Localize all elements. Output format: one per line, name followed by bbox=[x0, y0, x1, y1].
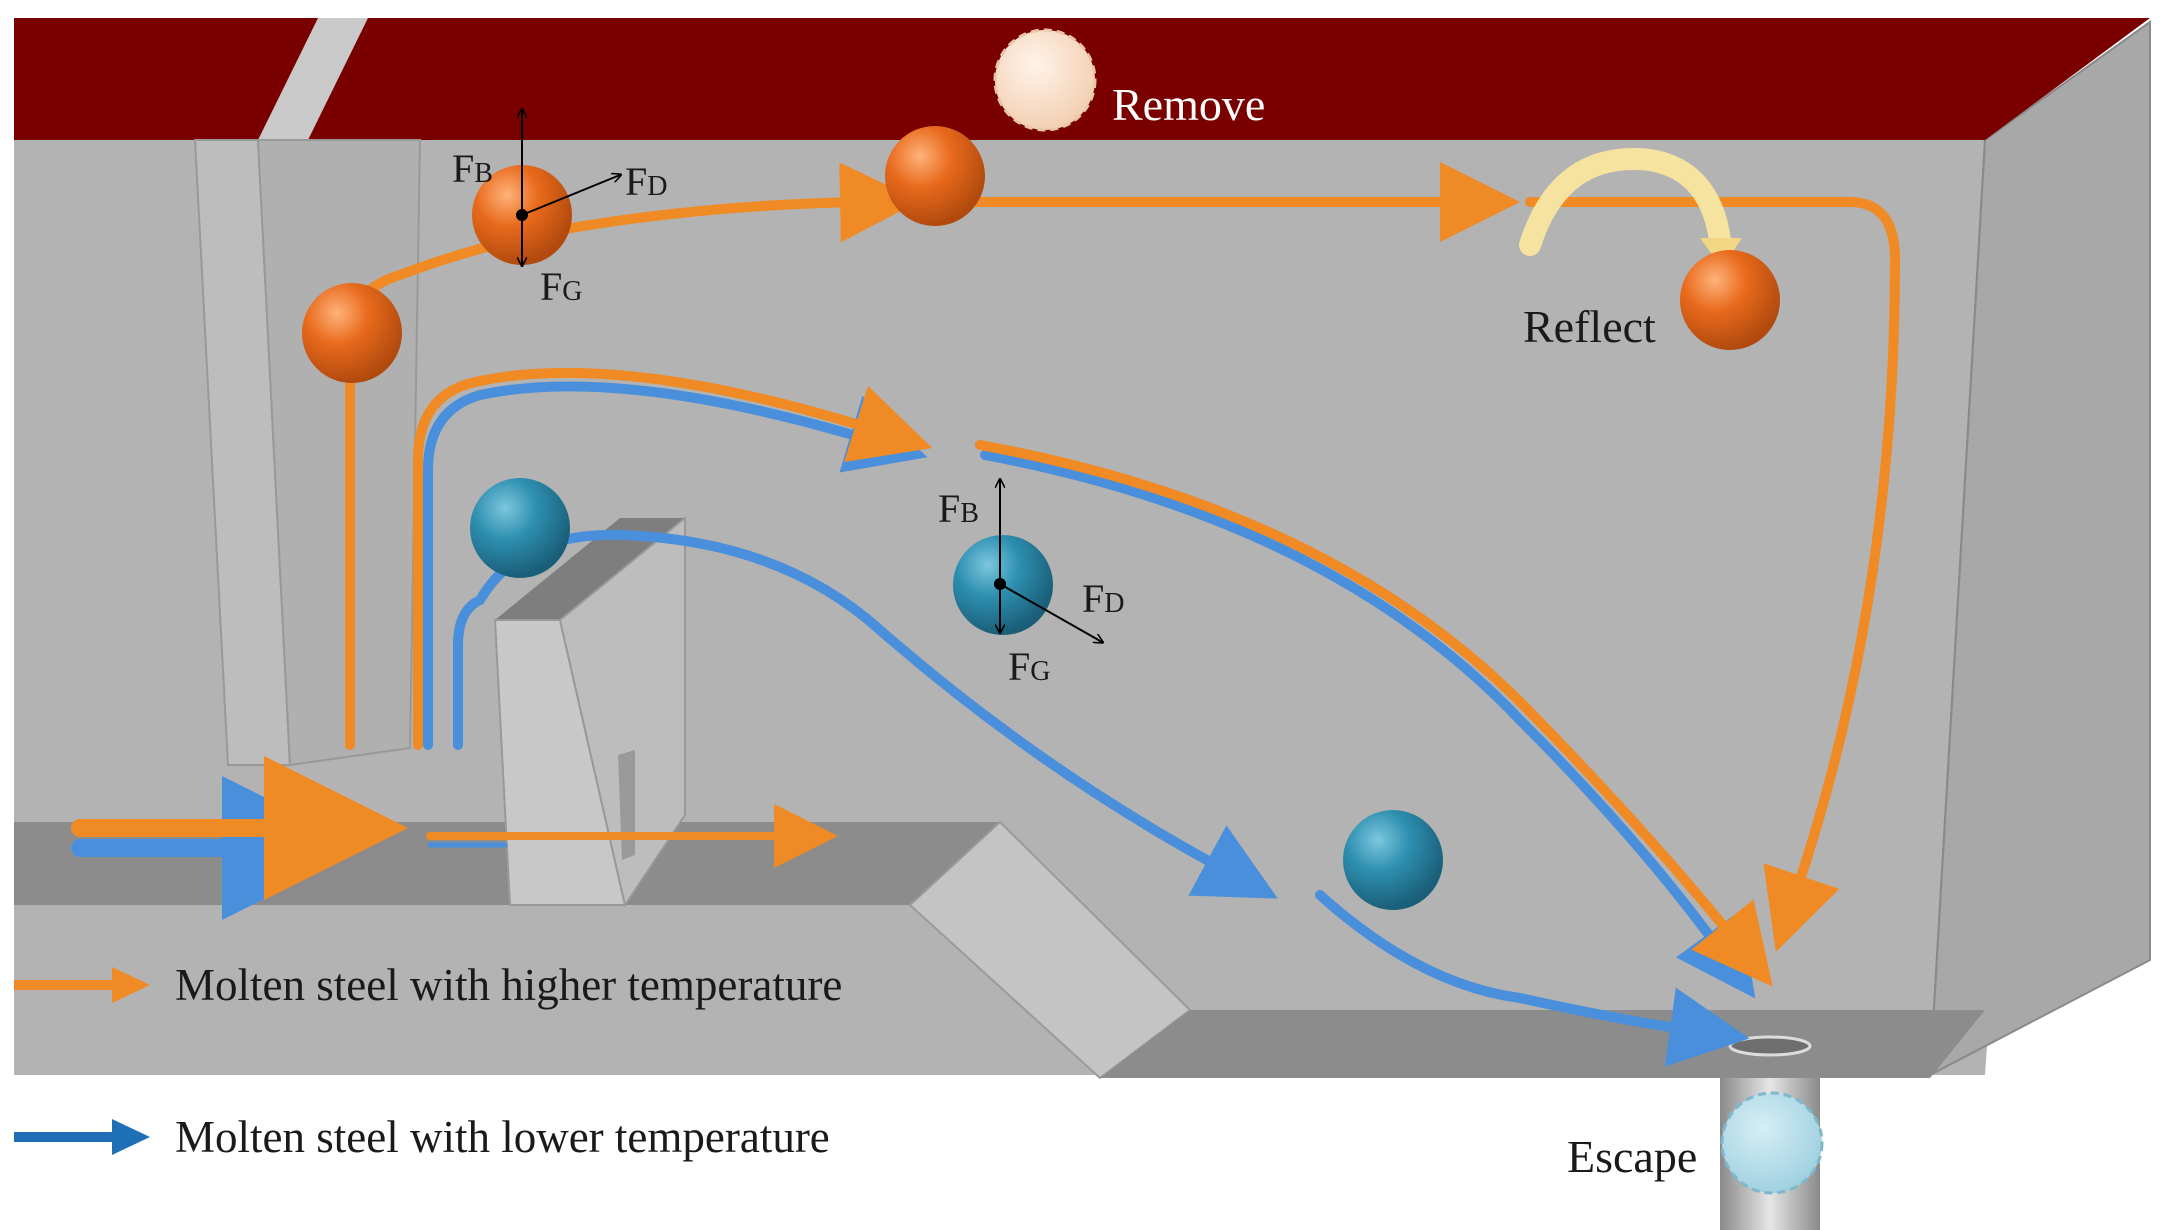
long-path-orange bbox=[975, 440, 1773, 987]
top-surface-gap bbox=[258, 18, 368, 140]
legend-item-higher: Molten steel with higher temperature bbox=[14, 960, 842, 1010]
outlet-hole bbox=[1728, 1035, 1812, 1057]
force-label-buoyancy-top: FB bbox=[452, 146, 493, 191]
label-escape: Escape bbox=[1567, 1131, 1697, 1182]
legend-label-lower: Molten steel with lower temperature bbox=[175, 1112, 830, 1162]
escape-path-blue bbox=[1315, 890, 1750, 1067]
reflect-arrow bbox=[1519, 148, 1731, 256]
force-label-drag-mid: FD bbox=[1082, 576, 1124, 621]
legend: Molten steel with higher temperature Mol… bbox=[14, 960, 842, 1162]
force-label-gravity-top: FG bbox=[540, 264, 582, 309]
inclusion-orange-4 bbox=[1680, 250, 1780, 350]
force-label-buoyancy-mid: FB bbox=[938, 486, 979, 531]
outlet-floor bbox=[1100, 1010, 1985, 1078]
inclusion-orange-3 bbox=[885, 126, 985, 226]
force-vectors-top bbox=[516, 110, 620, 265]
mid-path-blue bbox=[423, 381, 928, 750]
right-orange-path bbox=[1525, 197, 1901, 952]
mid-path-orange bbox=[413, 367, 933, 750]
force-vectors-mid bbox=[994, 480, 1102, 642]
inclusion-escaped bbox=[1720, 1091, 1824, 1195]
particles bbox=[302, 28, 1824, 1195]
legend-item-lower: Molten steel with lower temperature bbox=[14, 1112, 830, 1162]
legend-label-higher: Molten steel with higher temperature bbox=[175, 960, 842, 1010]
dam-side bbox=[558, 515, 686, 908]
inclusion-blue-3 bbox=[1343, 810, 1443, 910]
label-reflect: Reflect bbox=[1523, 301, 1656, 352]
inclusion-orange-1 bbox=[302, 283, 402, 383]
long-path-blue bbox=[980, 450, 1756, 999]
label-remove: Remove bbox=[1112, 79, 1265, 130]
dam-path-blue bbox=[453, 529, 1278, 899]
flow-paths bbox=[71, 162, 1901, 1067]
force-label-drag-top: FD bbox=[625, 159, 667, 204]
inclusion-removed bbox=[993, 28, 1097, 132]
inclusion-blue-1 bbox=[470, 478, 570, 578]
dam-top bbox=[495, 518, 685, 620]
force-label-gravity-mid: FG bbox=[1008, 644, 1050, 689]
